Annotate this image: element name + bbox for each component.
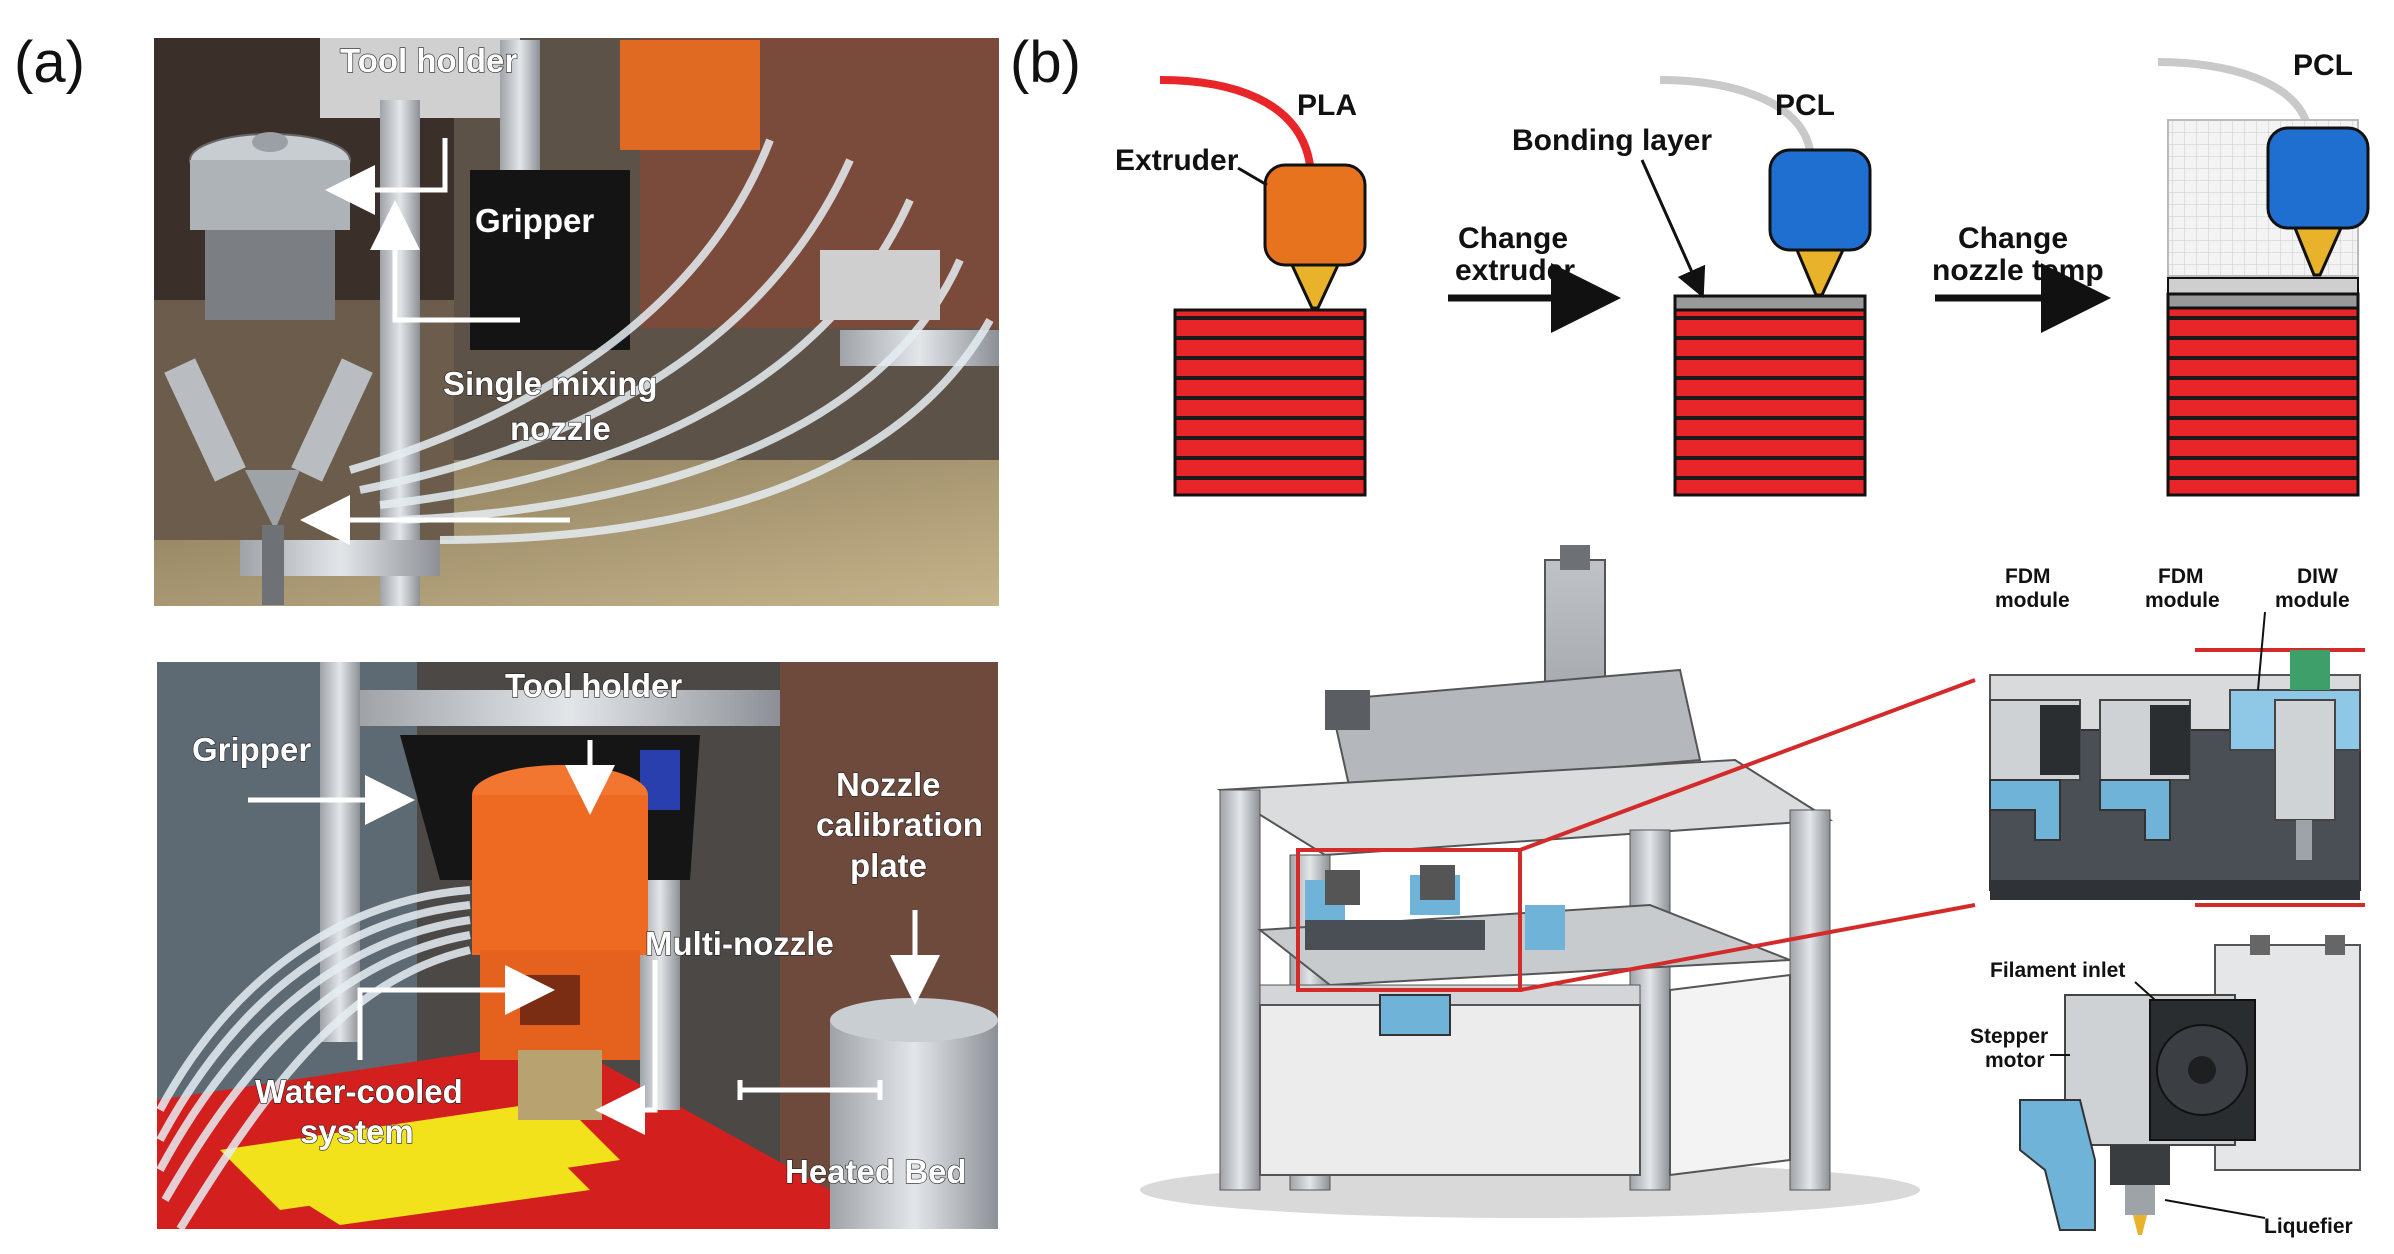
pcl-part-block-2 xyxy=(2166,306,2360,497)
change-extruder-label-1: Change xyxy=(1458,222,1568,255)
panel-a-letter: (a) xyxy=(14,30,85,95)
calibration-label-3: plate xyxy=(850,847,927,884)
process-schematic: PLA Extruder Change extruder PCL Bonding… xyxy=(1115,49,2370,497)
fdm-module-1-label-2: module xyxy=(1995,589,2070,612)
pcl-filament-1 xyxy=(1659,76,1814,151)
module-closeup: FDM module FDM module DIW module xyxy=(1989,565,2361,900)
panel-b-letter: (b) xyxy=(1010,30,1081,95)
fdm-module-2-label-2: module xyxy=(2145,589,2220,612)
bottom-photo: Tool holder Gripper Nozzle calibration p… xyxy=(156,662,998,1232)
fdm-module-2-label-1: FDM xyxy=(2158,565,2204,588)
extruder-label: Extruder xyxy=(1115,144,1239,177)
bottom-tool-holder-label: Tool holder xyxy=(505,667,682,704)
mixing-nozzle-label-1: Single mixing xyxy=(443,365,658,402)
calibration-label-2: calibration xyxy=(816,806,983,843)
pla-label: PLA xyxy=(1297,89,1357,122)
pla-part-block xyxy=(1173,308,1367,497)
pla-nozzle-icon xyxy=(1289,263,1341,310)
module-callout-box xyxy=(1296,848,1522,992)
heated-bed-label: Heated Bed xyxy=(785,1153,967,1190)
bonding-layer-block xyxy=(1673,294,1867,312)
machine-render xyxy=(1140,545,2365,1218)
water-cooled-label-2: system xyxy=(300,1113,414,1150)
stage-1: PLA Extruder xyxy=(1115,76,1367,497)
top-tool-holder-label: Tool holder xyxy=(340,42,517,79)
pcl-extruder-icon-1 xyxy=(1768,148,1872,252)
bonding-layer-label: Bonding layer xyxy=(1512,124,1712,157)
pcl-label-2: PCL xyxy=(2293,49,2353,82)
extruder-closeup: Filament inlet Stepper motor Liquefier xyxy=(1970,935,2361,1238)
filament-inlet-label: Filament inlet xyxy=(1990,959,2125,982)
water-cooled-label-1: Water-cooled xyxy=(255,1073,463,1110)
diw-module-label-2: module xyxy=(2275,589,2350,612)
change-temp-label-2: nozzle temp xyxy=(1932,254,2104,287)
pcl-part-block-1 xyxy=(1673,308,1867,497)
pla-filament xyxy=(1159,76,1314,166)
change-extruder-label-2: extruder xyxy=(1455,254,1575,287)
stepper-label-1: Stepper xyxy=(1970,1025,2048,1048)
pla-extruder-icon xyxy=(1263,163,1367,267)
bottom-gripper-label: Gripper xyxy=(192,731,311,768)
calibration-label-1: Nozzle xyxy=(836,766,941,803)
stage-3: PCL xyxy=(2157,49,2370,497)
pcl-extruder-icon-2 xyxy=(2266,126,2370,230)
fdm-module-1-label-1: FDM xyxy=(2005,565,2051,588)
stage-2: PCL Bonding layer xyxy=(1512,76,1872,497)
mixing-nozzle-label-2: nozzle xyxy=(510,410,611,447)
top-photo: Tool holder Gripper Single mixing nozzle xyxy=(154,38,999,606)
multi-nozzle-label: Multi-nozzle xyxy=(645,925,834,962)
pcl-nozzle-icon-2 xyxy=(2292,226,2344,277)
top-gripper-label: Gripper xyxy=(475,202,594,239)
pcl-filament-2 xyxy=(2157,58,2312,130)
diw-module-label-1: DIW xyxy=(2297,565,2338,588)
change-temp-label-1: Change xyxy=(1958,222,2068,255)
pcl-nozzle-icon-1 xyxy=(1794,248,1846,297)
stepper-label-2: motor xyxy=(1985,1049,2045,1072)
liquefier-label: Liquefier xyxy=(2264,1215,2353,1238)
pcl-label-1: PCL xyxy=(1775,89,1835,122)
